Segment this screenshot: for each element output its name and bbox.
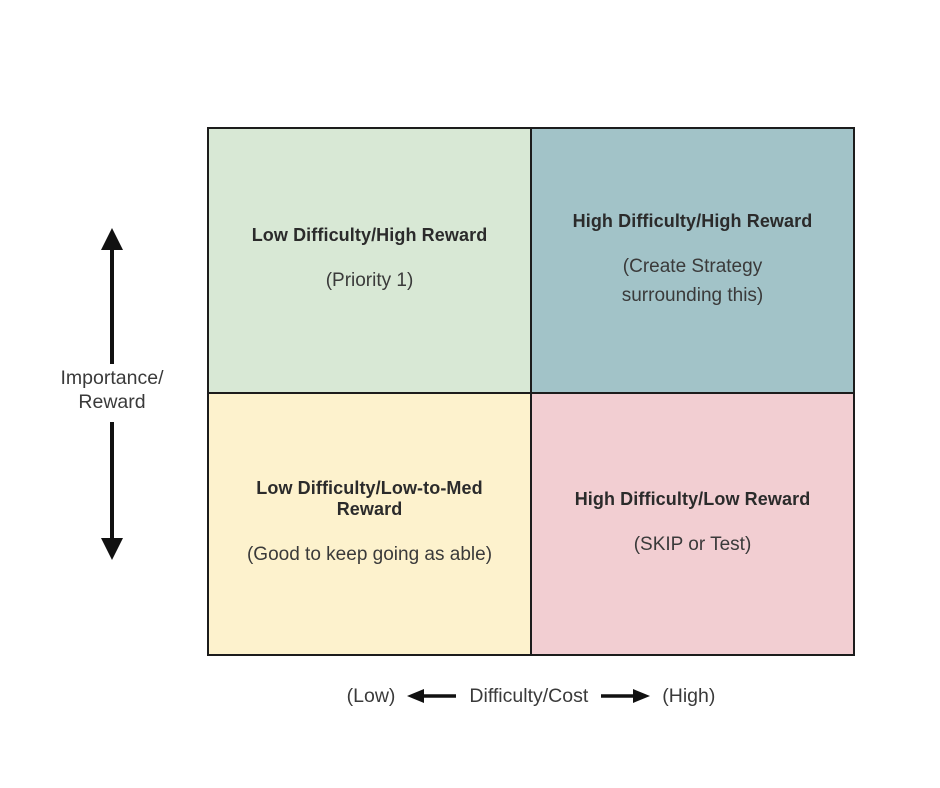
right-arrow-icon — [601, 689, 651, 703]
y-axis-label-line2: Reward — [78, 391, 146, 413]
y-axis-label: Importance/ Reward — [32, 366, 192, 414]
y-axis-double-arrow-icon — [101, 228, 123, 560]
quadrant-title: Low Difficulty/High Reward — [251, 225, 488, 246]
quadrant-title: High Difficulty/High Reward — [572, 210, 813, 231]
x-axis-title: Difficulty/Cost — [469, 684, 589, 707]
quadrant-title: Low Difficulty/Low-to-Med Reward — [256, 478, 483, 520]
quadrant-matrix: Low Difficulty/High Reward (Priority 1) … — [207, 127, 855, 656]
quadrant-top-left: Low Difficulty/High Reward (Priority 1) — [209, 129, 530, 392]
quadrant-bottom-left: Low Difficulty/Low-to-Med Reward (Good t… — [209, 394, 530, 654]
x-axis-low-label: (Low) — [346, 684, 396, 707]
quadrant-subtitle: (Create Strategy surrounding this) — [621, 256, 764, 306]
quadrant-title: High Difficulty/Low Reward — [574, 488, 811, 509]
x-axis: (Low) Difficulty/Cost (High) — [207, 681, 855, 711]
quadrant-subtitle: (Good to keep going as able) — [246, 544, 493, 566]
quadrant-top-right: High Difficulty/High Reward (Create Stra… — [532, 129, 853, 392]
quadrant-subtitle: (SKIP or Test) — [633, 533, 752, 555]
x-axis-high-label: (High) — [662, 684, 716, 707]
left-arrow-icon — [407, 689, 457, 703]
quadrant-subtitle: (Priority 1) — [325, 270, 414, 292]
quadrant-bottom-right: High Difficulty/Low Reward (SKIP or Test… — [532, 394, 853, 654]
y-axis-label-line1: Importance/ — [60, 367, 164, 389]
